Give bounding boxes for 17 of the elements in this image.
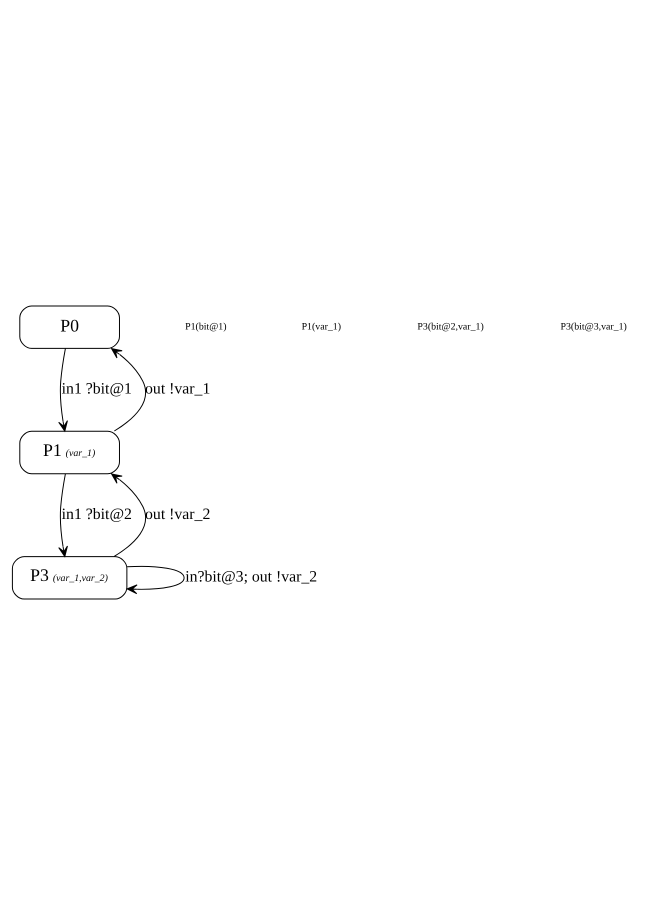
arrow	[111, 348, 146, 431]
node-box: P0	[19, 304, 120, 348]
label: P3(bit@2,var_1)	[417, 321, 484, 332]
edge-label: out !var_2	[145, 505, 210, 522]
node-box: P1 (var_1)	[19, 430, 120, 474]
arrow	[111, 472, 146, 556]
edge-label: in?bit@3; out !var_2	[185, 568, 318, 586]
label: P1(var_1)	[302, 321, 342, 332]
node-box: P3 (var_1,var_2)	[12, 556, 128, 600]
arrow	[58, 348, 68, 432]
arrow	[58, 472, 68, 557]
edge-label: in1 ?bit@1	[62, 380, 132, 398]
label: P1(bit@1)	[185, 321, 227, 332]
label: P3(bit@3,var_1)	[560, 321, 627, 332]
edge-label: in1 ?bit@2	[62, 505, 132, 522]
arrow	[126, 565, 185, 594]
edge-label: out !var_1	[145, 380, 210, 398]
